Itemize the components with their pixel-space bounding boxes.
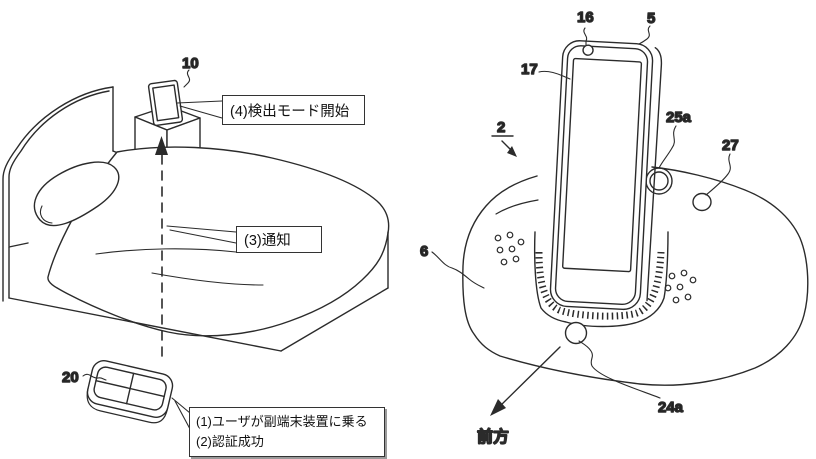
leader-20 xyxy=(83,374,106,380)
callout-detection-mode-start: (4)検出モード開始 xyxy=(222,95,365,125)
button-24a xyxy=(566,323,587,344)
button-27 xyxy=(693,194,711,211)
callout-user-steps-on-board: (1)ユーザが副端末装置に乗る (2)認証成功 xyxy=(189,407,385,457)
leader-callout4-a xyxy=(177,101,222,103)
pillow xyxy=(34,162,118,225)
docked-phone-5 xyxy=(550,40,663,311)
leader-callout3-a xyxy=(167,226,236,232)
bed-illustration xyxy=(3,80,389,351)
bed-base xyxy=(9,232,388,351)
ref-label-16: 16 xyxy=(577,9,594,26)
ref-label-5: 5 xyxy=(647,10,655,27)
signal-dashed-arrow xyxy=(155,136,168,356)
headboard-inner-line xyxy=(9,91,109,246)
right-leader-lines xyxy=(432,26,730,398)
leader-16 xyxy=(584,28,587,45)
leader-10 xyxy=(184,70,190,87)
phone-screen-17 xyxy=(563,58,642,271)
speaker-grille-left xyxy=(495,232,524,265)
callout-notification: (3)通知 xyxy=(236,226,322,253)
leader-callout12-b xyxy=(175,401,190,429)
smartphone-10 xyxy=(148,80,183,126)
ref-label-24a: 24a xyxy=(658,399,684,416)
callout-step2-text: (2)認証成功 xyxy=(196,434,264,449)
ref-label-25a: 25a xyxy=(666,109,692,126)
leader-6 xyxy=(432,252,484,288)
callout-step4-text: (4)検出モード開始 xyxy=(230,103,350,120)
headboard xyxy=(3,87,113,301)
leader-24a xyxy=(579,341,660,398)
ref-label-17: 17 xyxy=(521,61,538,78)
blanket-fold-1 xyxy=(96,249,236,254)
ref-label-10: 10 xyxy=(182,55,199,72)
camera-16 xyxy=(583,45,594,56)
callout-step3-text: (3)通知 xyxy=(244,233,291,249)
phone-back-edge xyxy=(642,48,662,301)
dock-shoulder-crease xyxy=(496,200,538,214)
leader-27 xyxy=(706,154,730,195)
callout-step1-text: (1)ユーザが副端末装置に乗る xyxy=(196,413,368,429)
leader-callout12-a xyxy=(172,398,190,413)
blanket-fold-2 xyxy=(152,273,263,285)
leader-callout4-b xyxy=(180,106,222,118)
dock-cradle-slot xyxy=(535,232,668,327)
ref-label-2: 2 xyxy=(497,119,505,136)
left-leader-lines xyxy=(83,70,236,429)
ref-label-20: 20 xyxy=(62,369,79,386)
front-direction-label: 前方 xyxy=(477,427,509,446)
leader-callout3-b xyxy=(170,230,236,243)
dock-illustration xyxy=(463,40,808,416)
speaker-grille-right xyxy=(665,270,696,303)
leader-5 xyxy=(639,26,650,44)
balance-board-20 xyxy=(84,358,175,425)
leader-25a xyxy=(659,126,676,168)
ref-label-27: 27 xyxy=(722,137,739,154)
ref-label-6: 6 xyxy=(420,243,428,260)
blanket xyxy=(48,147,389,336)
leader-17 xyxy=(539,71,570,79)
front-direction-arrow xyxy=(490,347,560,416)
ref-2-arrowhead xyxy=(507,146,517,157)
